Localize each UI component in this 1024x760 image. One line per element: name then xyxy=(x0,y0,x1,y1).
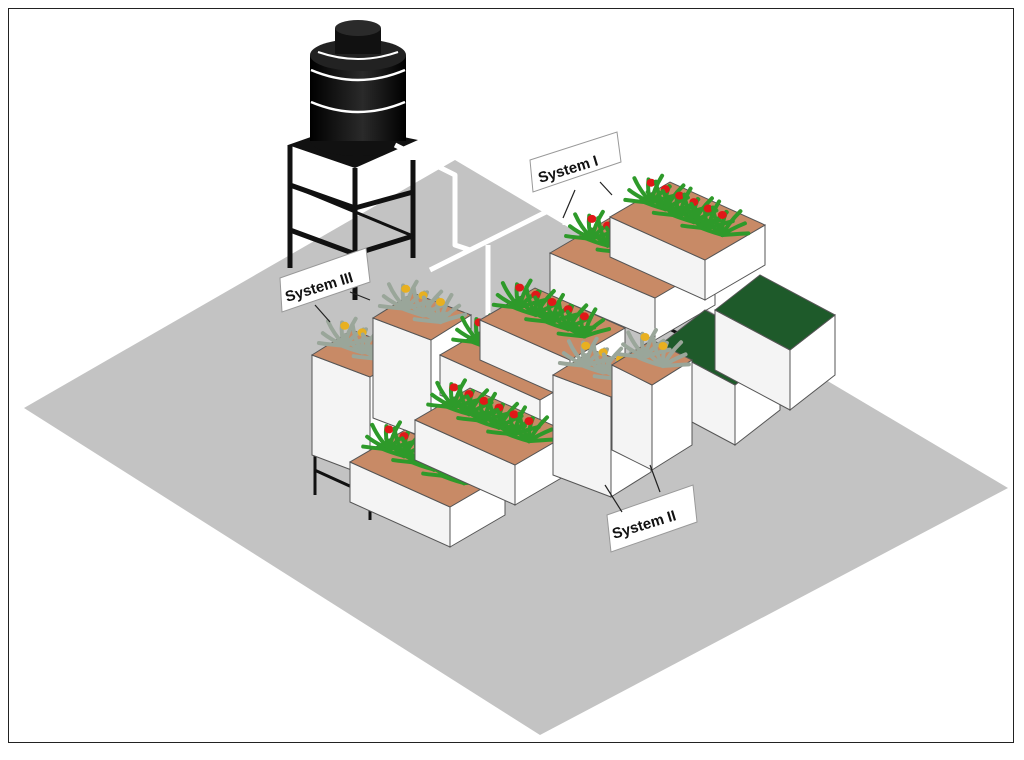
flower-plant-icon xyxy=(587,214,597,223)
tower-stand xyxy=(287,145,416,300)
flower-plant-icon xyxy=(658,342,668,350)
flower-plant-icon xyxy=(515,283,525,292)
label-system-3: System III xyxy=(279,247,371,323)
label-system-1: System I xyxy=(529,131,622,219)
flower-plant-icon xyxy=(524,417,534,426)
water-tank-icon xyxy=(310,20,406,156)
system-2-plants-c xyxy=(491,278,612,339)
flower-plant-icon xyxy=(479,396,489,405)
planter-box-icon xyxy=(608,173,767,301)
flower-plant-icon xyxy=(340,321,350,330)
flower-plant-icon xyxy=(675,191,685,200)
flower-plant-icon xyxy=(547,298,557,306)
flower-plant-icon xyxy=(703,204,713,213)
flower-plant-icon xyxy=(384,425,394,434)
system-2-plants-b xyxy=(426,378,557,444)
flower-plant-icon xyxy=(717,210,727,219)
flower-plant-icon xyxy=(581,341,591,350)
system-2-plants-e xyxy=(617,327,691,368)
planter-box-icon xyxy=(413,378,572,506)
flower-plant-icon xyxy=(449,383,459,392)
flower-plant-icon xyxy=(640,333,650,341)
planter-box-icon xyxy=(610,327,694,471)
flower-plant-icon xyxy=(436,298,445,306)
system-1-plants-b xyxy=(623,173,751,237)
fish-tank-icon xyxy=(714,274,836,412)
system-3-plants-b xyxy=(377,279,468,324)
flower-plant-icon xyxy=(646,178,656,187)
flower-plant-icon xyxy=(509,410,519,419)
label-system-2: System II xyxy=(604,464,698,553)
flower-plant-icon xyxy=(579,312,589,321)
flower-plant-icon xyxy=(401,284,411,293)
